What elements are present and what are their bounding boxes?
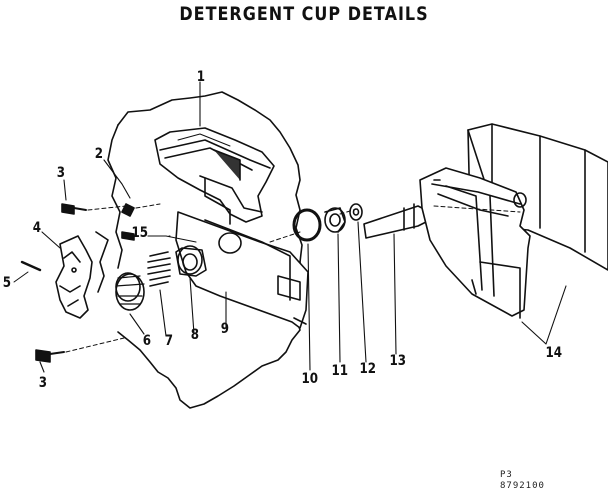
callout-8: 8 <box>190 327 200 343</box>
leader-lines <box>39 81 567 373</box>
callout-2: 2 <box>94 146 104 162</box>
footer-page-code: P3 <box>500 470 513 480</box>
callout-3-bottom: 3 <box>38 375 48 391</box>
part-2-screw <box>121 203 161 217</box>
footer-drawing-number: 8792100 <box>500 481 545 491</box>
part-3-screw-bottom <box>35 337 125 363</box>
callout-14: 14 <box>545 345 563 361</box>
part-14-housing <box>419 123 608 319</box>
part-3-screw-top <box>61 203 127 215</box>
part-5-leader <box>13 271 29 283</box>
callout-1: 1 <box>196 69 206 85</box>
callout-3-top: 3 <box>56 165 66 181</box>
part-8-nut <box>175 245 207 277</box>
callout-11: 11 <box>331 363 349 379</box>
dispenser-cup <box>154 127 275 225</box>
callout-6: 6 <box>142 333 152 349</box>
diagram-title: DETERGENT CUP DETAILS <box>179 2 429 25</box>
part-7-spring <box>147 251 171 287</box>
callout-12: 12 <box>359 361 377 377</box>
callout-5: 5 <box>2 275 12 291</box>
part-6-spring-cup <box>115 272 145 311</box>
part-10-ring <box>292 208 322 242</box>
callout-10: 10 <box>301 371 319 387</box>
callout-4: 4 <box>32 220 42 236</box>
callout-7: 7 <box>164 333 174 349</box>
panel-left-edge <box>107 124 123 269</box>
base-plate <box>175 211 309 329</box>
part-11-cap <box>324 207 346 233</box>
callout-15: 15 <box>131 225 149 241</box>
part-5-pin <box>20 260 42 272</box>
callout-9: 9 <box>220 321 230 337</box>
leader-assembly-dash <box>269 207 361 243</box>
callout-13: 13 <box>389 353 407 369</box>
part-12-washer <box>349 203 363 221</box>
part-4-latch <box>55 231 109 319</box>
